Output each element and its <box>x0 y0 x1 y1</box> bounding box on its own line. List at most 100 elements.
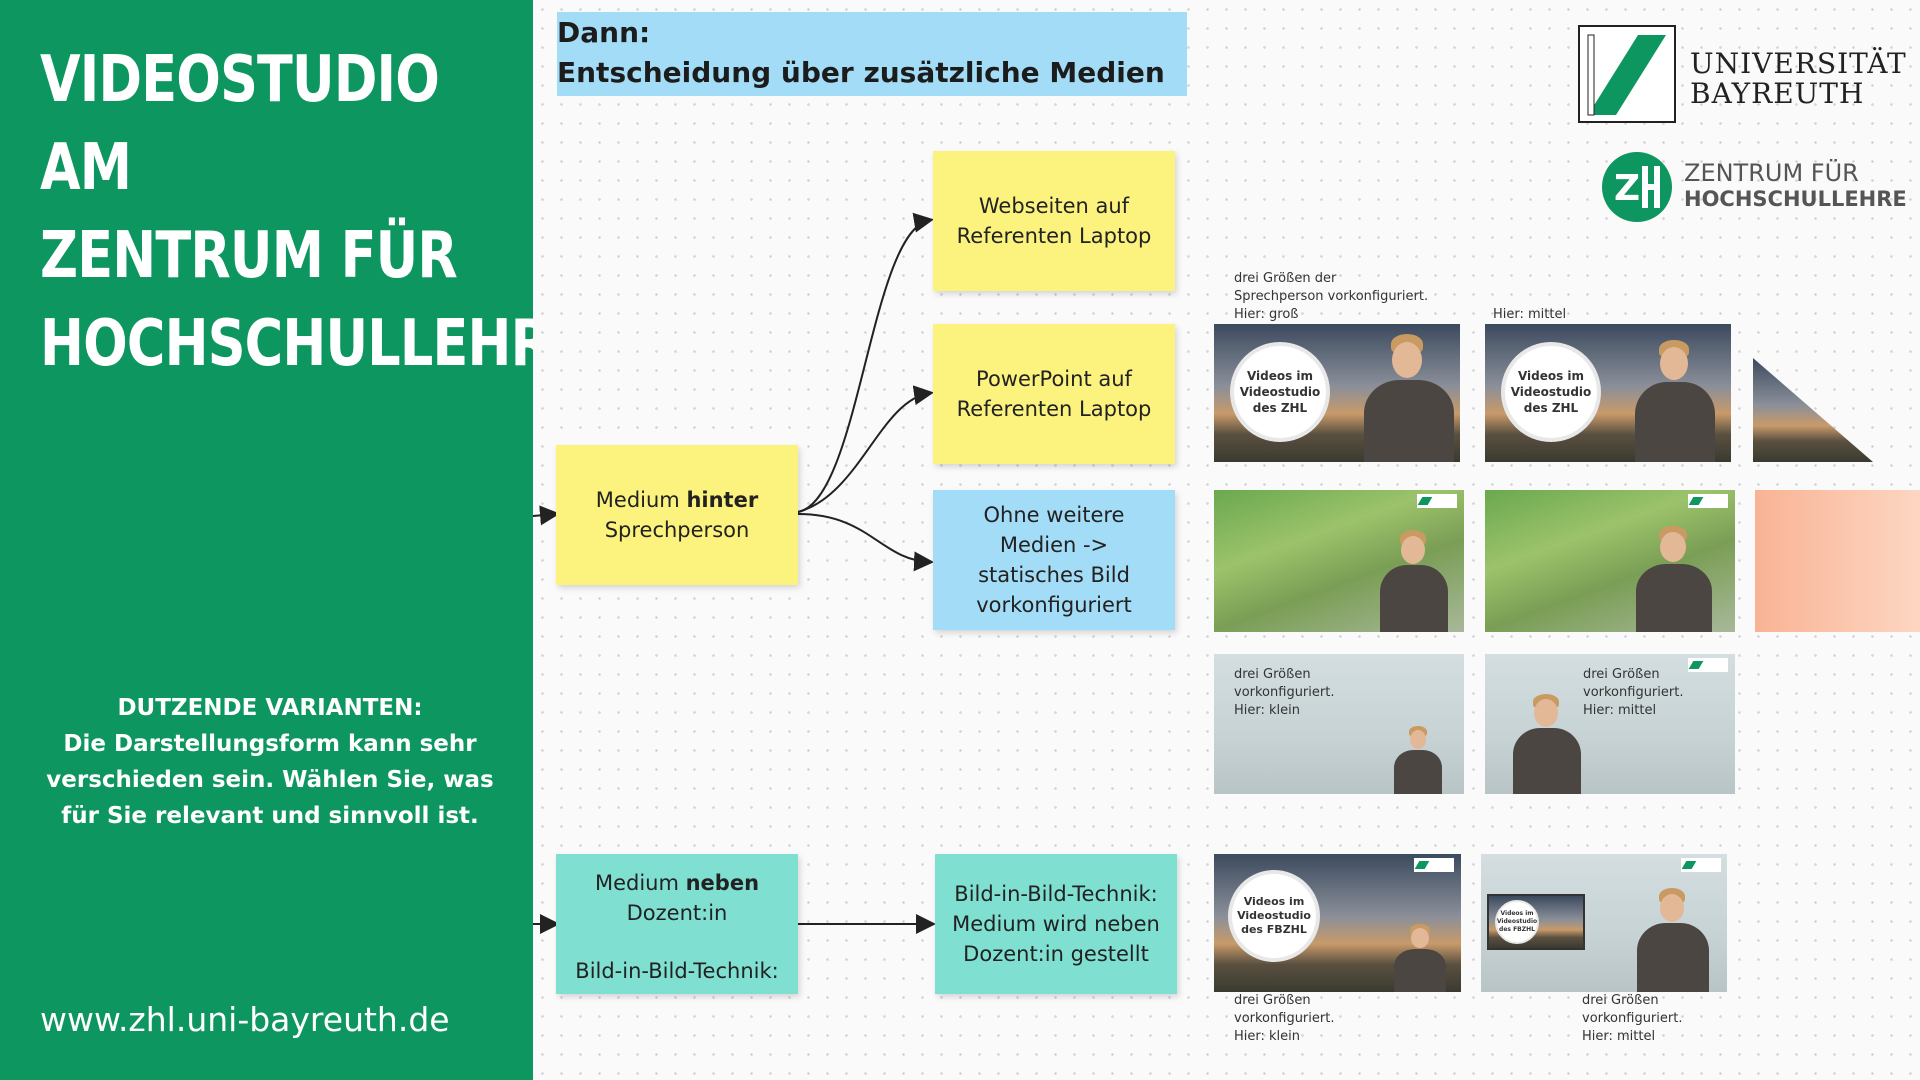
ub-wordmark: UNIVERSITÄT BAYREUTH <box>1690 49 1907 109</box>
zhl-emblem-icon: Z <box>1602 152 1672 222</box>
title-line: AM <box>40 131 132 205</box>
thumb-grey-small[interactable]: drei Größen vorkonfiguriert. Hier: klein <box>1214 654 1464 794</box>
speaker-figure <box>1625 340 1725 462</box>
varianten-line: verschieden sein. Wählen Sie, was <box>46 767 494 793</box>
caption-line: drei Größen <box>1234 993 1311 1008</box>
studio-title: VIDEOSTUDIO AM ZENTRUM FÜR HOCHSCHULLEHR… <box>40 36 586 388</box>
speaker-figure <box>1630 526 1718 632</box>
uni-logo-mini <box>1688 658 1728 672</box>
section-header: Dann: Entscheidung über zusätzliche Medi… <box>557 12 1187 96</box>
caption-line: drei Größen <box>1234 667 1311 682</box>
caption-line: Hier: groß <box>1234 307 1299 322</box>
bubble-line: Videos im <box>1243 895 1305 908</box>
caption-bottom-right: drei Größen vorkonfiguriert. Hier: mitte… <box>1582 992 1682 1046</box>
caption-line: Hier: klein <box>1234 1029 1301 1044</box>
speaker-figure <box>1631 888 1715 992</box>
ub-line2: BAYREUTH <box>1690 77 1865 110</box>
node-line: Ohne weitere <box>983 503 1125 527</box>
speaker-figure <box>1507 694 1587 794</box>
node-line: PowerPoint auf <box>976 367 1132 391</box>
zhl-wordmark: ZENTRUM FÜR HOCHSCHULLEHRE <box>1684 160 1907 212</box>
node-line: Referenten Laptop <box>956 224 1152 248</box>
title-line: VIDEOSTUDIO <box>40 43 440 117</box>
zhl-line2: HOCHSCHULLEHRE <box>1684 187 1907 211</box>
node-bild-in-bild[interactable]: Bild-in-Bild-Technik: Medium wird neben … <box>935 854 1177 994</box>
node-powerpoint[interactable]: PowerPoint auf Referenten Laptop <box>933 324 1175 464</box>
bubble-line: des FBZHL <box>1499 926 1535 933</box>
uni-logo-mini <box>1688 494 1728 508</box>
node-line: vorkonfiguriert <box>976 593 1132 617</box>
node-line: Medium neben <box>595 868 759 898</box>
bubble-line: Videostudio <box>1496 918 1538 925</box>
caption-top-right: Hier: mittel <box>1493 306 1566 324</box>
thumb-aerial-1[interactable] <box>1214 490 1464 632</box>
bubble-line: Videos im <box>1500 910 1534 917</box>
node-line: Sprechperson <box>604 518 750 542</box>
bubble-line: Videos im <box>1246 369 1314 383</box>
thumb-aerial-2[interactable] <box>1485 490 1735 632</box>
node-line: Medium hinter <box>596 485 758 515</box>
node-webseiten[interactable]: Webseiten auf Referenten Laptop <box>933 151 1175 291</box>
left-panel: VIDEOSTUDIO AM ZENTRUM FÜR HOCHSCHULLEHR… <box>0 0 586 1080</box>
bubble-line: Videostudio <box>1510 385 1592 399</box>
node-medium-neben[interactable]: Medium neben Dozent:in Bild-in-Bild-Tech… <box>556 854 798 994</box>
node-bold: neben <box>685 871 760 895</box>
node-line: Referenten Laptop <box>956 397 1152 421</box>
caption-bottom-left: drei Größen vorkonfiguriert. Hier: klein <box>1234 992 1334 1046</box>
caption-line: Sprechperson vorkonfiguriert. <box>1234 289 1429 304</box>
uni-logo-mini <box>1417 494 1457 508</box>
header-line2: Entscheidung über zusätzliche Medien <box>557 56 1165 89</box>
thumb-grey-medium[interactable]: drei Größen vorkonfiguriert. Hier: mitte… <box>1485 654 1735 794</box>
ub-emblem-icon <box>1578 25 1676 123</box>
caption-line: Hier: klein <box>1234 703 1301 718</box>
caption-line: Hier: mittel <box>1582 1029 1656 1044</box>
caption-top-left: drei Größen der Sprechperson vorkonfigur… <box>1234 270 1428 324</box>
title-line: HOCHSCHULLEHRE <box>40 307 586 381</box>
node-medium-hinter[interactable]: Medium hinter Sprechperson <box>556 445 798 585</box>
bubble-line: des FBZHL <box>1241 923 1307 936</box>
caption-line: vorkonfiguriert. <box>1583 685 1684 700</box>
website-link[interactable]: www.zhl.uni-bayreuth.de <box>40 1000 450 1039</box>
ub-line1: UNIVERSITÄT <box>1690 47 1907 80</box>
varianten-heading: DUTZENDE VARIANTEN: <box>117 695 423 721</box>
node-ohne-medien[interactable]: Ohne weitere Medien -> statisches Bild v… <box>933 490 1175 630</box>
caption-line: drei Größen der <box>1234 271 1337 286</box>
varianten-line: Die Darstellungsform kann sehr <box>63 731 477 757</box>
bubble-line: des ZHL <box>1523 401 1579 415</box>
thumb-caption: drei Größen vorkonfiguriert. Hier: mitte… <box>1583 666 1683 720</box>
svg-text:Z: Z <box>1614 168 1640 209</box>
caption-line: vorkonfiguriert. <box>1582 1011 1683 1026</box>
thumb-gradient-partial <box>1755 490 1920 632</box>
speaker-figure <box>1390 924 1450 992</box>
varianten-line: für Sie relevant und sinnvoll ist. <box>61 803 479 829</box>
caption-line: vorkonfiguriert. <box>1234 685 1335 700</box>
node-line: Bild-in-Bild-Technik: <box>575 959 779 983</box>
node-text: Medium <box>594 871 686 895</box>
header-line1: Dann: <box>557 16 651 49</box>
node-line: statisches Bild <box>978 563 1130 587</box>
varianten-text: DUTZENDE VARIANTEN: Die Darstellungsform… <box>30 690 510 834</box>
node-line: Dozent:in gestellt <box>963 942 1149 966</box>
node-line: Bild-in-Bild-Technik: <box>954 882 1158 906</box>
bubble-line: Videostudio <box>1237 909 1311 922</box>
caption-line: drei Größen <box>1582 993 1659 1008</box>
node-bold: hinter <box>686 488 759 512</box>
node-text: Medium <box>595 488 687 512</box>
uni-logo-mini <box>1414 858 1454 872</box>
caption-line: Hier: mittel <box>1583 703 1657 718</box>
uni-logo-mini <box>1681 858 1721 872</box>
zhl-line1: ZENTRUM FÜR <box>1684 159 1859 187</box>
